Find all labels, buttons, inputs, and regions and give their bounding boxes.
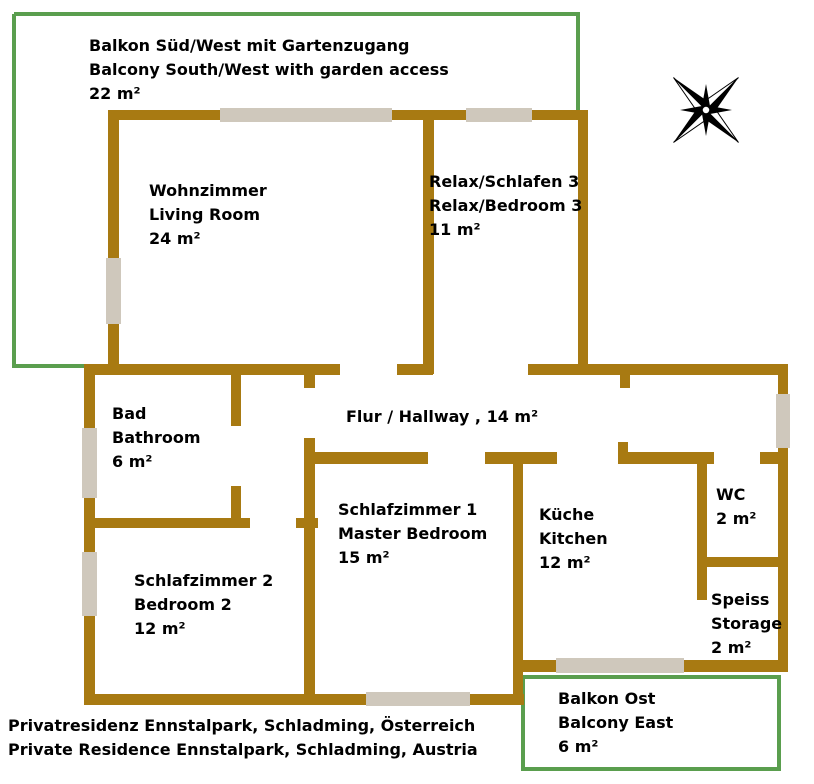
window (366, 692, 470, 706)
room-name: Flur / Hallway , 14 m² (346, 407, 539, 426)
room-name-de: Relax/Schlafen 3 (429, 172, 580, 191)
room-name-en: Storage (711, 614, 783, 633)
room-name-de: Balkon Ost (558, 689, 656, 708)
room-name-en: Balcony South/West with garden access (89, 60, 449, 79)
room-name-de: Speiss (711, 590, 770, 609)
window (106, 258, 121, 324)
room-name-en: Relax/Bedroom 3 (429, 196, 583, 215)
wall (778, 364, 788, 394)
room-area: 22 m² (89, 84, 141, 103)
room-area: 12 m² (539, 553, 591, 572)
caption-english: Private Residence Ennstalpark, Schladmin… (8, 740, 478, 759)
wall (528, 364, 788, 375)
wall (231, 366, 241, 426)
room-name-en: Balcony East (558, 713, 674, 732)
wall (760, 452, 788, 464)
hallway-label: Flur / Hallway , 14 m² (346, 405, 538, 429)
wall (304, 452, 428, 464)
windows (82, 108, 790, 706)
room-name-de: Bad (112, 404, 147, 423)
bathroom-label: Bad Bathroom 6 m² (112, 402, 201, 474)
wc-label: WC 2 m² (716, 483, 756, 531)
wall (108, 110, 119, 370)
wall (697, 452, 707, 600)
footer-caption: Privatresidenz Ennstalpark, Schladming, … (8, 714, 478, 762)
wall (304, 438, 315, 704)
room-area: 2 m² (711, 638, 752, 657)
balcony-east-label: Balkon Ost Balcony East 6 m² (558, 687, 673, 759)
room-name-de: Wohnzimmer (149, 181, 267, 200)
balcony-east-outline (521, 675, 781, 771)
compass-rose-icon (673, 77, 739, 143)
balcony-south-west-outline (12, 12, 580, 368)
room-name-en: Kitchen (539, 529, 608, 548)
room-area: 15 m² (338, 548, 390, 567)
storage-label: Speiss Storage 2 m² (711, 588, 782, 660)
wall (513, 452, 523, 704)
wall (84, 364, 340, 375)
relax-room-label: Relax/Schlafen 3 Relax/Bedroom 3 11 m² (429, 170, 582, 242)
window (82, 428, 97, 498)
wall (304, 366, 315, 388)
room-name-de: Küche (539, 505, 595, 524)
bedroom-2-label: Schlafzimmer 2 Bedroom 2 12 m² (134, 569, 273, 641)
wall (84, 364, 95, 704)
wall (620, 366, 630, 388)
wall (578, 110, 588, 372)
room-area: 24 m² (149, 229, 201, 248)
window (466, 108, 532, 122)
wall (397, 364, 433, 375)
room-name-en: Bedroom 2 (134, 595, 232, 614)
window (220, 108, 392, 122)
caption-german: Privatresidenz Ennstalpark, Schladming, … (8, 716, 476, 735)
balcony-south-west-label: Balkon Süd/West mit Gartenzugang Balcony… (89, 34, 449, 106)
balcony-outlines (12, 12, 781, 771)
window (776, 394, 790, 448)
room-name-en: Bathroom (112, 428, 201, 447)
room-name-en: Living Room (149, 205, 260, 224)
room-name-de: Schlafzimmer 1 (338, 500, 478, 519)
room-area: 6 m² (558, 737, 599, 756)
window (82, 552, 97, 616)
room-name-de: Schlafzimmer 2 (134, 571, 274, 590)
wall (84, 518, 250, 528)
wall (423, 112, 434, 374)
master-bedroom-label: Schlafzimmer 1 Master Bedroom 15 m² (338, 498, 487, 570)
room-area: 6 m² (112, 452, 153, 471)
room-name-en: Master Bedroom (338, 524, 488, 543)
wall (697, 557, 787, 567)
window (556, 658, 684, 673)
living-room-label: Wohnzimmer Living Room 24 m² (149, 179, 267, 251)
room-area: 12 m² (134, 619, 186, 638)
room-name: WC (716, 485, 746, 504)
room-name-de: Balkon Süd/West mit Gartenzugang (89, 36, 410, 55)
wall (618, 442, 628, 462)
kitchen-label: Küche Kitchen 12 m² (539, 503, 608, 575)
wall (84, 694, 314, 705)
wall (618, 452, 714, 464)
room-area: 2 m² (716, 509, 757, 528)
wall (231, 486, 241, 526)
room-area: 11 m² (429, 220, 481, 239)
